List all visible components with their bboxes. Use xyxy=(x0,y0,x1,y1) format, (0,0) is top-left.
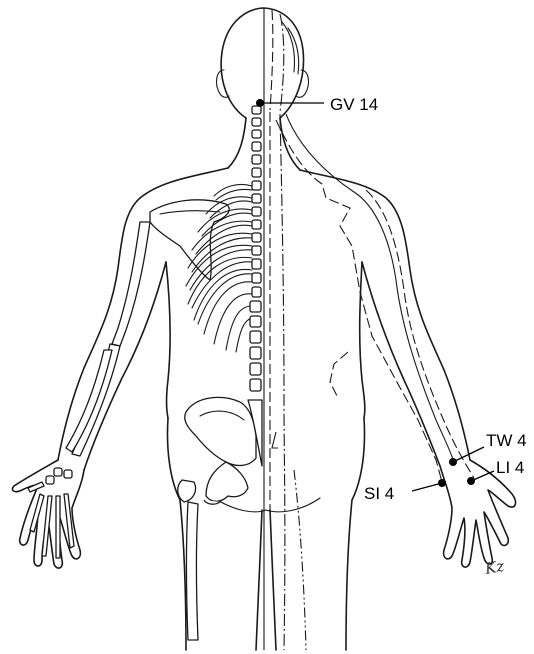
acupoint-label-li4: LI 4 xyxy=(496,458,524,477)
leg-meridian xyxy=(294,470,306,650)
acupoint-gv14: GV 14 xyxy=(256,95,378,114)
large-intestine-meridian xyxy=(366,190,474,478)
skeleton xyxy=(28,106,262,640)
spine xyxy=(250,106,261,391)
leader-line-li4 xyxy=(471,471,494,481)
acupoint-label-gv14: GV 14 xyxy=(330,95,378,114)
leader-line-si4 xyxy=(412,483,442,491)
acupoint-label-tw4: TW 4 xyxy=(486,431,527,450)
acupoint-si4: SI 4 xyxy=(364,479,446,503)
bladder-meridian-outer xyxy=(280,114,285,650)
artist-signature: Kz xyxy=(483,557,506,578)
pelvis xyxy=(185,397,256,465)
right-arm-outline xyxy=(300,170,470,460)
femur xyxy=(206,462,248,501)
acupoint-li4: LI 4 xyxy=(467,458,524,485)
acupoint-label-si4: SI 4 xyxy=(364,484,394,503)
